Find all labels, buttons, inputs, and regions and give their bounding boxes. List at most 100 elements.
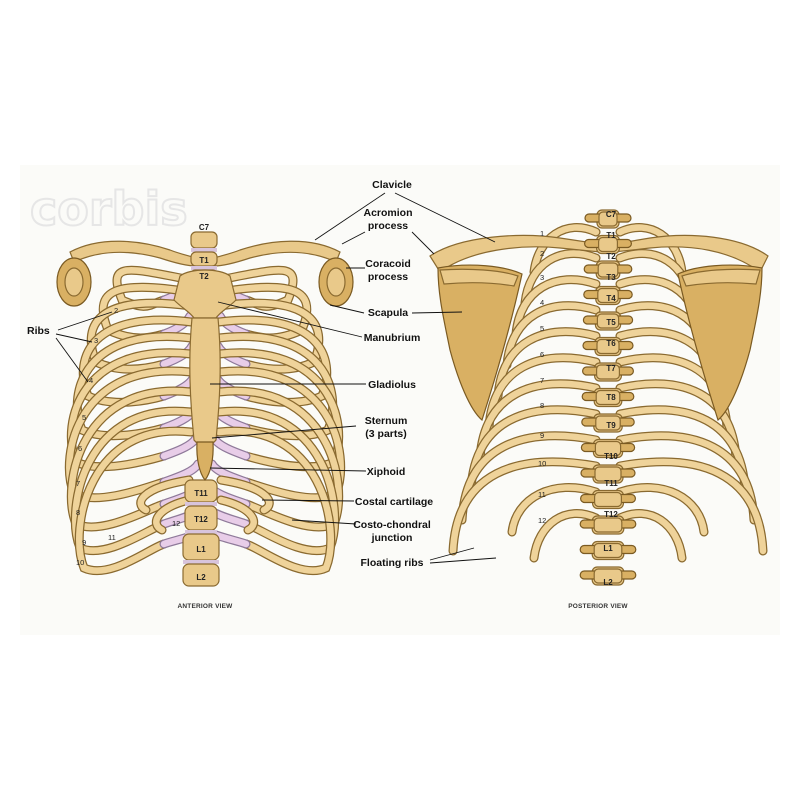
manubrium [173,269,237,319]
posterior-label-l2: L2 [603,578,613,587]
posterior-label-t12: T12 [604,510,618,519]
posterior-vertebra-body [593,568,623,584]
posterior-rib-highlight [616,484,708,536]
label-costo-chondral-line2: junction [371,532,413,544]
posterior-vertebra-body [595,364,620,380]
anterior-rib-number-10: 10 [76,558,84,567]
posterior-left-scapula-spine [439,268,519,287]
posterior-label-t1: T1 [606,231,616,240]
anterior-rib-number-3: 3 [94,336,98,345]
posterior-rib-number-10: 10 [538,459,546,468]
posterior-vertebra-body [593,517,623,533]
gladiolus [189,317,221,446]
anterior-vertebra-c7 [190,231,218,249]
label-xiphoid: Xiphoid [367,466,406,478]
anterior-rib-highlight [215,427,334,574]
anterior-view: C7 T1 T2 T11 T12 L1 L2 2 3 4 5 6 7 8 9 1… [56,223,354,610]
posterior-rib-highlight [616,510,686,562]
anterior-floating-rib-highlight [137,476,193,514]
posterior-rib-highlight [512,276,600,338]
posterior-rib-highlight [616,224,686,276]
leader-sternum [211,425,357,439]
leader-manubrium [217,301,363,338]
posterior-vertebra-body [594,440,622,457]
posterior-vertebra-body [597,262,619,278]
label-costal-cartilage: Costal cartilage [355,496,433,508]
leader-ribs-3 [55,337,89,383]
posterior-rib-number-2: 2 [540,249,544,258]
posterior-label-t10: T10 [604,452,618,461]
label-sternum-line2: (3 parts) [365,428,406,440]
anterior-rib-number-7: 7 [76,479,80,488]
leader-clavicle-anterior [314,192,386,241]
posterior-label-c7: C7 [606,210,617,219]
posterior-vertebra-body [597,287,619,304]
anterior-label-l2: L2 [196,573,206,582]
anterior-label-t12: T12 [194,515,208,524]
posterior-rib-number-6: 6 [540,350,544,359]
posterior-vertebra-body [595,415,621,431]
posterior-label-t2: T2 [606,252,616,261]
leader-xiphoid [209,467,367,472]
anterior-rib-highlight [76,427,195,574]
posterior-label-t7: T7 [606,364,616,373]
posterior-rib-number-4: 4 [540,298,544,307]
anterior-disc [185,530,217,534]
anterior-rib-number-11: 11 [108,533,116,542]
posterior-rib-highlight [508,484,600,536]
posterior-rib-number-9: 9 [540,431,544,440]
posterior-left-scapula [437,264,523,422]
posterior-vertebra-body [595,389,621,406]
posterior-label-t3: T3 [606,273,616,282]
posterior-vertebra-body [594,466,622,482]
anterior-rib-highlight [215,387,342,531]
posterior-rib-highlight [530,224,600,276]
label-coracoid-line2: process [368,271,408,283]
anterior-rib-number-12: 12 [172,519,180,528]
posterior-label-t5: T5 [606,318,616,327]
xiphoid [196,441,214,481]
posterior-rib-number-3: 3 [540,273,544,282]
anterior-disc [191,266,217,270]
posterior-label-t9: T9 [606,421,616,430]
label-gladiolus: Gladiolus [368,379,416,391]
anterior-disc [191,248,217,252]
posterior-rib-highlight [616,458,767,555]
leader-floating-ribs-2 [429,557,497,564]
leader-costo-chondral [291,519,357,525]
label-clavicle: Clavicle [372,179,412,191]
leader-lines [55,192,497,564]
anterior-vertebra-l2 [182,563,220,587]
posterior-spine [579,209,637,586]
anterior-rib-number-8: 8 [76,508,80,517]
anterior-left-glenoid [64,267,84,297]
posterior-label-t11: T11 [604,479,618,488]
posterior-view: C7 T1 T2 T3 T4 T5 T6 T7 T8 T9 T10 T11 T1… [429,209,769,610]
posterior-label-l1: L1 [603,544,613,553]
posterior-rib-number-5: 5 [540,324,544,333]
label-floating-ribs: Floating ribs [361,557,424,569]
posterior-rib-highlight [503,302,600,369]
leader-scapula-anterior [329,304,365,314]
anterior-rib-number-9: 9 [82,538,86,547]
anterior-label-c7: C7 [199,223,210,232]
posterior-rib-number-1: 1 [540,229,544,238]
posterior-right-scapula-spine [681,268,761,287]
leader-ribs-2 [55,333,93,343]
posterior-rib-highlight [494,328,600,400]
anterior-view-caption: ANTERIOR VIEW [178,603,234,610]
anterior-floating-rib-highlight [217,496,257,534]
label-acromion-line1: Acromion [363,207,412,219]
anterior-disc [183,560,219,564]
anterior-floating-rib-highlight [217,476,273,514]
posterior-rib-number-8: 8 [540,401,544,410]
label-costo-chondral-line1: Costo-chondral [353,519,431,531]
anterior-rib-highlight [215,299,322,373]
leader-floating-ribs-1 [429,547,475,561]
posterior-rib-number-7: 7 [540,376,544,385]
anterior-rib-number-6: 6 [78,444,82,453]
anterior-disc [185,502,217,506]
posterior-rib-number-11: 11 [538,490,546,499]
label-coracoid-line1: Coracoid [365,258,411,270]
